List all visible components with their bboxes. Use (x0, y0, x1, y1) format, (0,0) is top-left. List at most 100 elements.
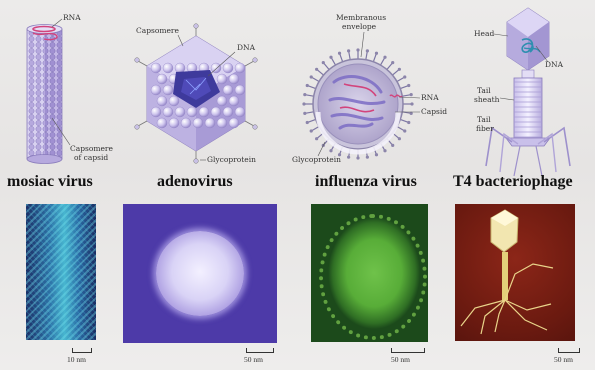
mosaic-rna-label: RNA (63, 14, 81, 22)
glycoprotein-knob (375, 52, 378, 55)
influenza-scale-label: 50 nm (391, 355, 410, 364)
capsomere-ball (223, 85, 233, 95)
glycoprotein-knob (375, 153, 378, 156)
glycoprotein-spike (306, 95, 314, 96)
glycoprotein-knob (366, 49, 369, 52)
capsomere-ball (193, 118, 203, 128)
capsomere-ball (157, 118, 167, 128)
capsomere-ball (151, 85, 161, 95)
glycoprotein-knob (410, 93, 413, 96)
glycoprotein-spike (392, 70, 398, 75)
mosaic-scale-bar (72, 348, 92, 353)
glycoprotein-knob (356, 48, 359, 51)
glycoprotein-knob (347, 156, 350, 159)
mosaic-of-capsid-label: of capsid (74, 154, 108, 162)
glycoprotein-spike (373, 54, 376, 62)
glycoprotein-knob (383, 149, 386, 152)
t4-micrograph-shape (455, 204, 575, 341)
glycoprotein-knob (303, 93, 306, 96)
influenza-virus-title: influenza virus (315, 173, 417, 191)
glycoprotein-knob (302, 102, 305, 105)
glycoprotein-knob (303, 112, 306, 115)
t4-bacteriophage-diagram (486, 8, 570, 176)
glycoprotein-knob (366, 156, 369, 159)
glycoprotein-knob (315, 137, 318, 140)
glycoprotein-knob (310, 75, 313, 78)
glycoprotein-knob (391, 144, 394, 147)
glycoprotein-spike (312, 127, 319, 131)
capsomere-ball (163, 107, 173, 117)
mosaic-capsomere-label: Capsomere (70, 145, 113, 153)
glycoprotein-knob (391, 61, 394, 64)
influenza-membranous-label: Membranous (336, 14, 386, 22)
t4-scale-bar (558, 348, 580, 353)
adenovirus-micrograph (123, 204, 277, 343)
glycoprotein-spike (308, 86, 316, 89)
glycoprotein-knob (347, 49, 350, 52)
glycoprotein-spike (366, 52, 367, 60)
adenovirus-dna-label: DNA (237, 44, 255, 52)
capsomere-ball (217, 96, 227, 106)
t4-scale-label: 50 nm (554, 355, 573, 364)
diagram-layer (0, 0, 595, 200)
glycoprotein-knob (356, 156, 359, 159)
glycoprotein-knob (322, 61, 325, 64)
glycoprotein-spike (349, 52, 350, 60)
t4-bacteriophage-title: T4 bacteriophage (453, 173, 573, 191)
capsomere-ball (187, 107, 197, 117)
glycoprotein-knob (315, 68, 318, 71)
capsomere-ball (223, 107, 233, 117)
glycoprotein-knob (383, 56, 386, 59)
glycoprotein-knob (310, 129, 313, 132)
capsomere-ball (163, 63, 173, 73)
mosaic-virus-micrograph (26, 204, 96, 340)
glycoprotein-spike (324, 63, 329, 69)
glycoprotein-spike (340, 54, 343, 62)
glycoprotein-knob (398, 137, 401, 140)
influenza-micrograph (311, 204, 428, 342)
capsomere-ball (151, 63, 161, 73)
influenza-rna-label: RNA (421, 94, 439, 102)
glycoprotein-knob (403, 75, 406, 78)
glycoprotein-knob (410, 102, 413, 105)
capsomere-ball (235, 107, 245, 117)
influenza-envelope-label: envelope (342, 23, 376, 31)
glycoprotein-knob (398, 68, 401, 71)
glycoprotein-spike (387, 63, 392, 69)
adenovirus-scale-bar (246, 348, 274, 353)
influenza-capsid-label: Capsid (421, 108, 447, 116)
mosaic-virus-title: mosiac virus (7, 173, 93, 191)
glycoprotein-spike (332, 58, 336, 65)
adenovirus-capsomere-label: Capsomere (136, 27, 179, 35)
mosaic-scale-label: 10 nm (67, 355, 86, 364)
adenovirus-title: adenovirus (157, 173, 233, 191)
capsomere-ball (199, 107, 209, 117)
glycoprotein-spike (397, 78, 404, 82)
capsomere-ball (217, 118, 227, 128)
glycoprotein-spike (402, 95, 410, 96)
glycoprotein-spike (381, 58, 385, 65)
glycoprotein-spike (306, 112, 314, 113)
influenza-glycoprotein-label: Glycoprotein (292, 156, 341, 164)
glycoprotein-knob (329, 149, 332, 152)
capsomere-ball (169, 118, 179, 128)
capsomere-ball (163, 85, 173, 95)
influenza-envelope-fringe (319, 214, 427, 340)
capsomere-ball (211, 63, 221, 73)
glycoprotein-spike (400, 119, 408, 122)
glycoprotein-knob (407, 84, 410, 87)
capsomere-ball (229, 74, 239, 84)
glycoprotein-spike (400, 86, 408, 89)
mosaic-virus-diagram (27, 19, 70, 164)
glycoprotein-spike (397, 127, 404, 131)
capsomere-ball (175, 63, 185, 73)
capsomere-ball (157, 74, 167, 84)
glycoprotein-knob (306, 84, 309, 87)
capsomere-ball (229, 118, 239, 128)
glycoprotein-knob (306, 121, 309, 124)
capsomere-ball (235, 85, 245, 95)
t4-tail-label: Tail (477, 87, 491, 95)
t4-fiber-label: fiber (476, 125, 494, 133)
capsomere-ball (175, 107, 185, 117)
glycoprotein-spike (308, 119, 316, 122)
